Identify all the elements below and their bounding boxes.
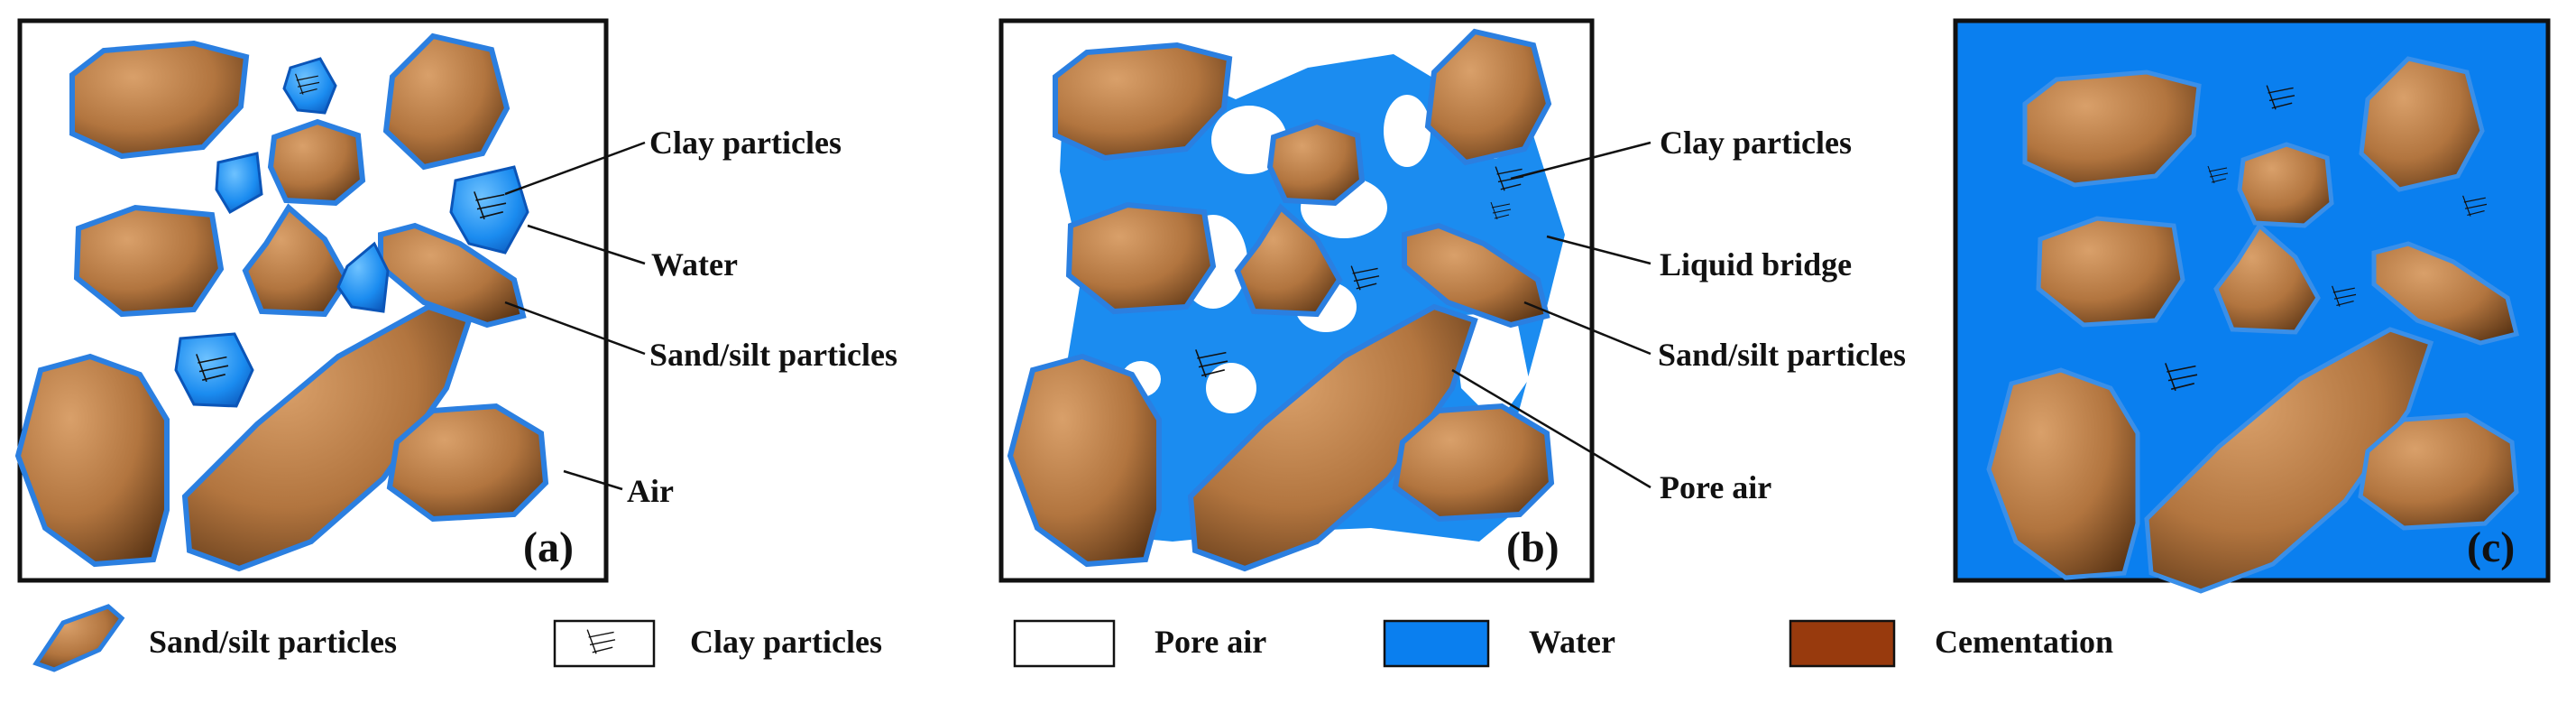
- legend: Sand/silt particles Clay particles Pore …: [32, 604, 2113, 672]
- brown-swatch: [1789, 619, 1896, 668]
- clay-water-cluster: [449, 165, 529, 255]
- clay-water-clusters-a: [174, 57, 529, 408]
- sand-particle: [2038, 218, 2183, 325]
- panel-label-a: (a): [523, 523, 574, 571]
- annotation-sand-particles-a: Sand/silt particles: [649, 337, 897, 373]
- legend-label-pore-air: Pore air: [1155, 624, 1266, 660]
- annotation-liquid-bridge-b: Liquid bridge: [1660, 246, 1852, 283]
- annotation-air-a: Air: [627, 473, 674, 509]
- legend-item-clay: Clay particles: [553, 619, 882, 668]
- clay-particle-icon: [553, 619, 656, 668]
- legend-label-clay: Clay particles: [690, 624, 882, 660]
- sand-particle-icon: [32, 604, 125, 672]
- legend-label-sand: Sand/silt particles: [149, 624, 397, 660]
- annotation-clay-particles-b: Clay particles: [1660, 125, 1852, 161]
- sand-particle: [1069, 205, 1213, 311]
- panel-label-b: (b): [1506, 523, 1559, 571]
- leader-lines-a: [504, 141, 646, 491]
- sand-particle: [1270, 122, 1362, 203]
- legend-label-cementation: Cementation: [1935, 624, 2113, 660]
- leader-lines-b: [1451, 141, 1651, 489]
- panel-label-c: (c): [2467, 523, 2515, 571]
- legend-item-cementation: Cementation: [1789, 619, 2113, 668]
- annotation-water-a: Water: [651, 246, 738, 283]
- legend-item-sand: Sand/silt particles: [32, 604, 397, 672]
- sand-particle: [271, 122, 363, 203]
- annotation-pore-air-b: Pore air: [1660, 469, 1771, 505]
- legend-label-water: Water: [1529, 624, 1615, 660]
- blue-swatch: [1383, 619, 1490, 668]
- sand-particle: [2240, 144, 2332, 226]
- clay-water-cluster: [336, 241, 390, 313]
- annotation-sand-particles-b: Sand/silt particles: [1658, 337, 1906, 373]
- panel-b: Clay particles Liquid bridge Sand/silt p…: [998, 18, 1906, 583]
- clay-water-cluster: [215, 152, 263, 215]
- clay-water-cluster: [282, 57, 337, 115]
- legend-item-water: Water: [1383, 619, 1615, 668]
- white-swatch: [1013, 619, 1116, 668]
- sand-particle: [77, 208, 221, 314]
- clay-water-cluster: [174, 332, 254, 408]
- annotation-clay-particles-a: Clay particles: [649, 125, 842, 161]
- panel-c: (c): [1953, 18, 2551, 591]
- legend-item-pore-air: Pore air: [1013, 619, 1266, 668]
- panel-a: Clay particles Water Sand/silt particles…: [18, 18, 897, 583]
